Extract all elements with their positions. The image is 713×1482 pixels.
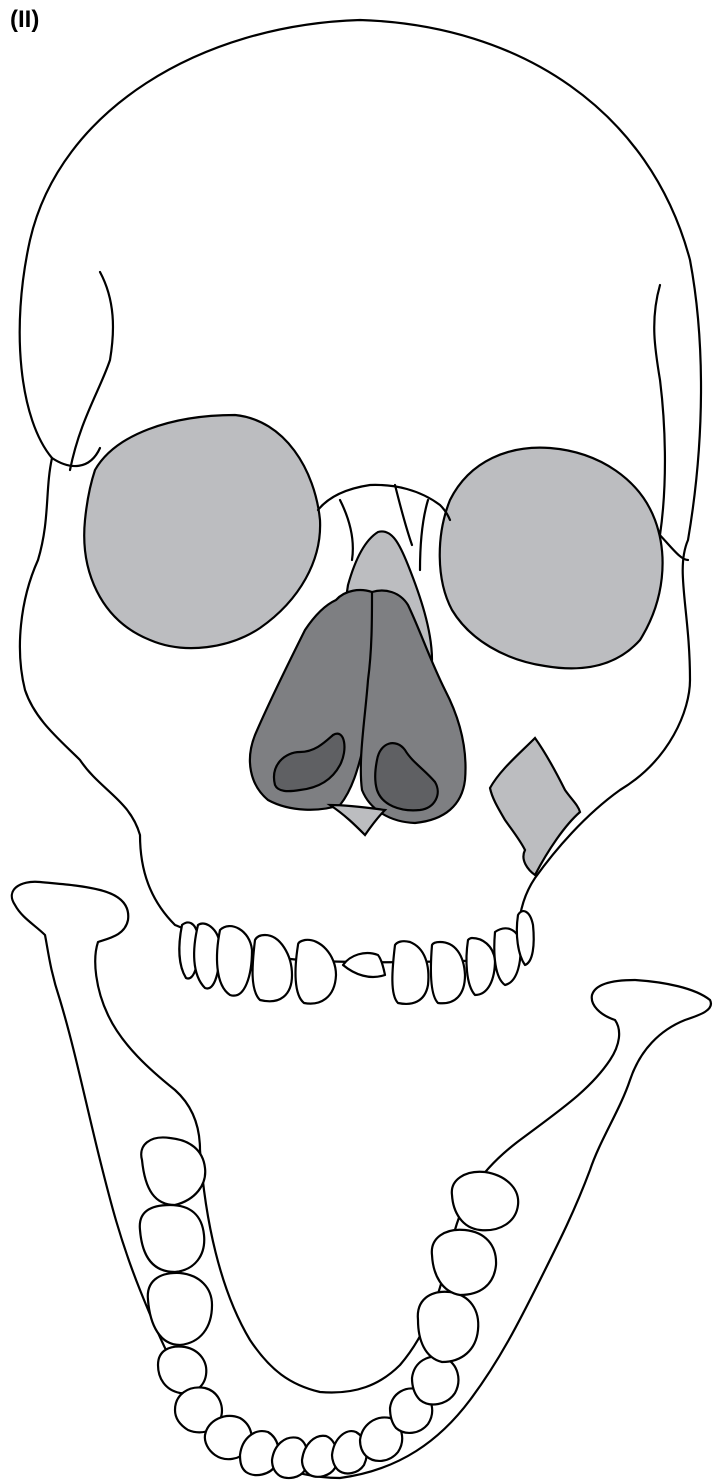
orbit-right: [440, 448, 663, 669]
lower-tooth: [148, 1273, 212, 1345]
lower-tooth: [412, 1357, 458, 1405]
lower-tooth: [418, 1292, 478, 1362]
upper-tooth: [466, 938, 495, 995]
lower-tooth: [158, 1347, 206, 1394]
lower-tooth: [432, 1230, 496, 1295]
upper-tooth: [217, 926, 252, 996]
lower-tooth: [140, 1205, 204, 1272]
lower-tooth: [452, 1172, 518, 1231]
